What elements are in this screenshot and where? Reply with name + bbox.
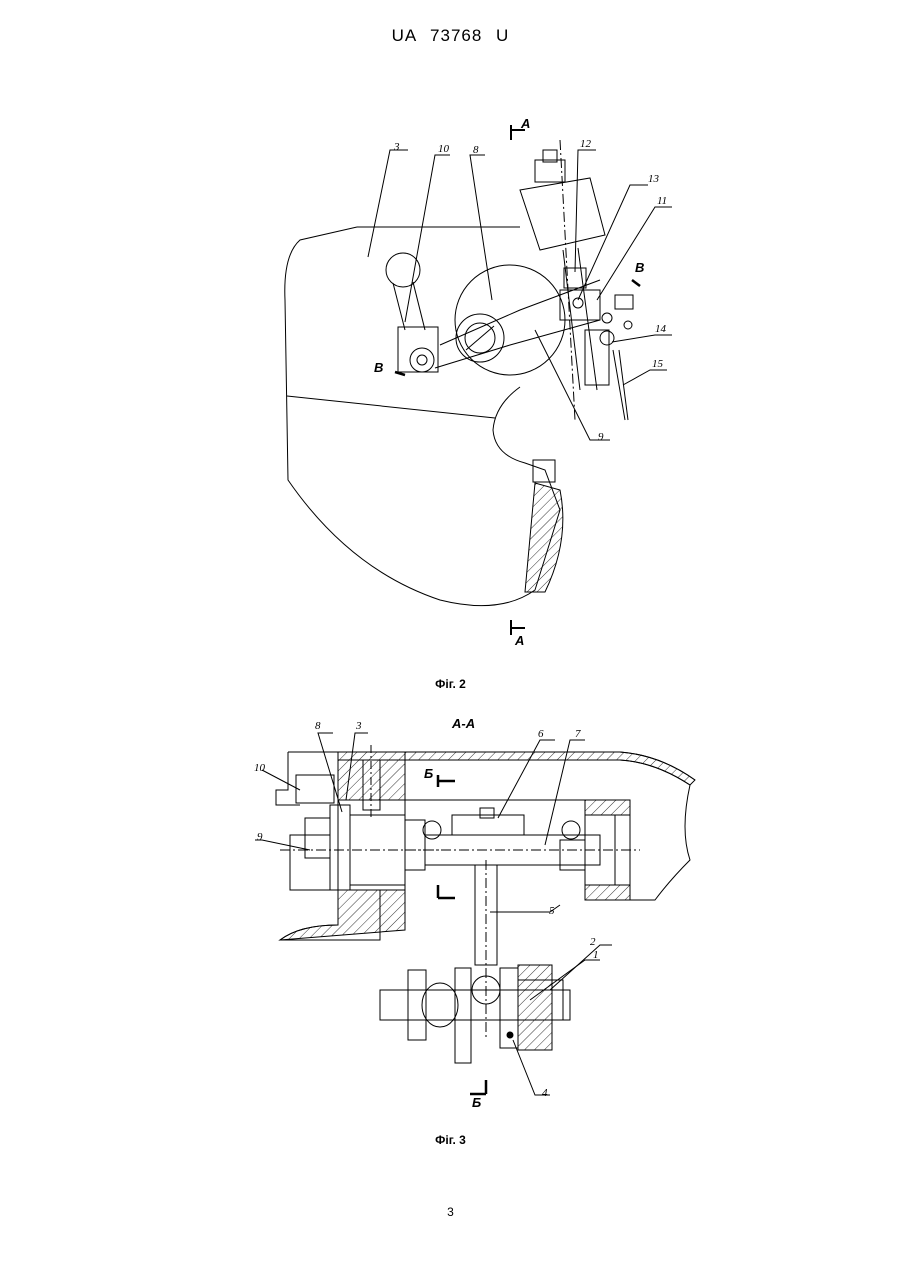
fig2-section-mark-a-bottom: А <box>514 633 524 648</box>
fig2-callout-12: 12 <box>580 138 592 150</box>
fig2-section-mark-b-left: В <box>374 360 383 375</box>
fig2-callout-15: 15 <box>652 358 664 370</box>
fig3-callout-5: 5 <box>549 905 555 917</box>
fig2-callout-3: 3 <box>393 141 400 153</box>
fig2-callout-11: 11 <box>657 195 667 207</box>
figure-2-caption: Фіг. 2 <box>0 677 901 691</box>
fig2-callout-8: 8 <box>473 144 479 156</box>
fig2-callout-9: 9 <box>598 431 604 443</box>
fig3-callout-1: 1 <box>593 949 599 961</box>
fig3-callout-9: 9 <box>257 831 263 843</box>
fig2-section-mark-a-top: А <box>520 116 530 131</box>
fig3-callout-4: 4 <box>542 1087 548 1099</box>
fig3-section-title: А-А <box>451 716 475 731</box>
fig3-callout-2: 2 <box>590 936 596 948</box>
page-number: 3 <box>0 1205 901 1219</box>
fig3-callout-8: 8 <box>315 720 321 732</box>
fig3-callout-3: 3 <box>355 720 362 732</box>
fig2-callout-14: 14 <box>655 323 667 335</box>
fig3-section-mark-b-bottom: Б <box>472 1095 481 1110</box>
figure-3-caption: Фіг. 3 <box>0 1133 901 1147</box>
figure-3-drawing: 8 3 6 7 10 9 5 2 1 4 А-А Б Б <box>0 710 901 1120</box>
fig3-callout-7: 7 <box>575 728 581 740</box>
patent-number-header: UA 73768 U <box>0 26 901 46</box>
figure-2-drawing: 3 10 8 12 13 11 14 15 9 А А В В <box>0 100 901 660</box>
fig2-callout-13: 13 <box>648 173 660 185</box>
fig3-callout-10: 10 <box>254 762 266 774</box>
fig3-callout-6: 6 <box>538 728 544 740</box>
fig2-section-mark-b-right: В <box>635 260 644 275</box>
fig3-section-mark-b-top: Б <box>424 766 433 781</box>
fig2-callout-10: 10 <box>438 143 450 155</box>
